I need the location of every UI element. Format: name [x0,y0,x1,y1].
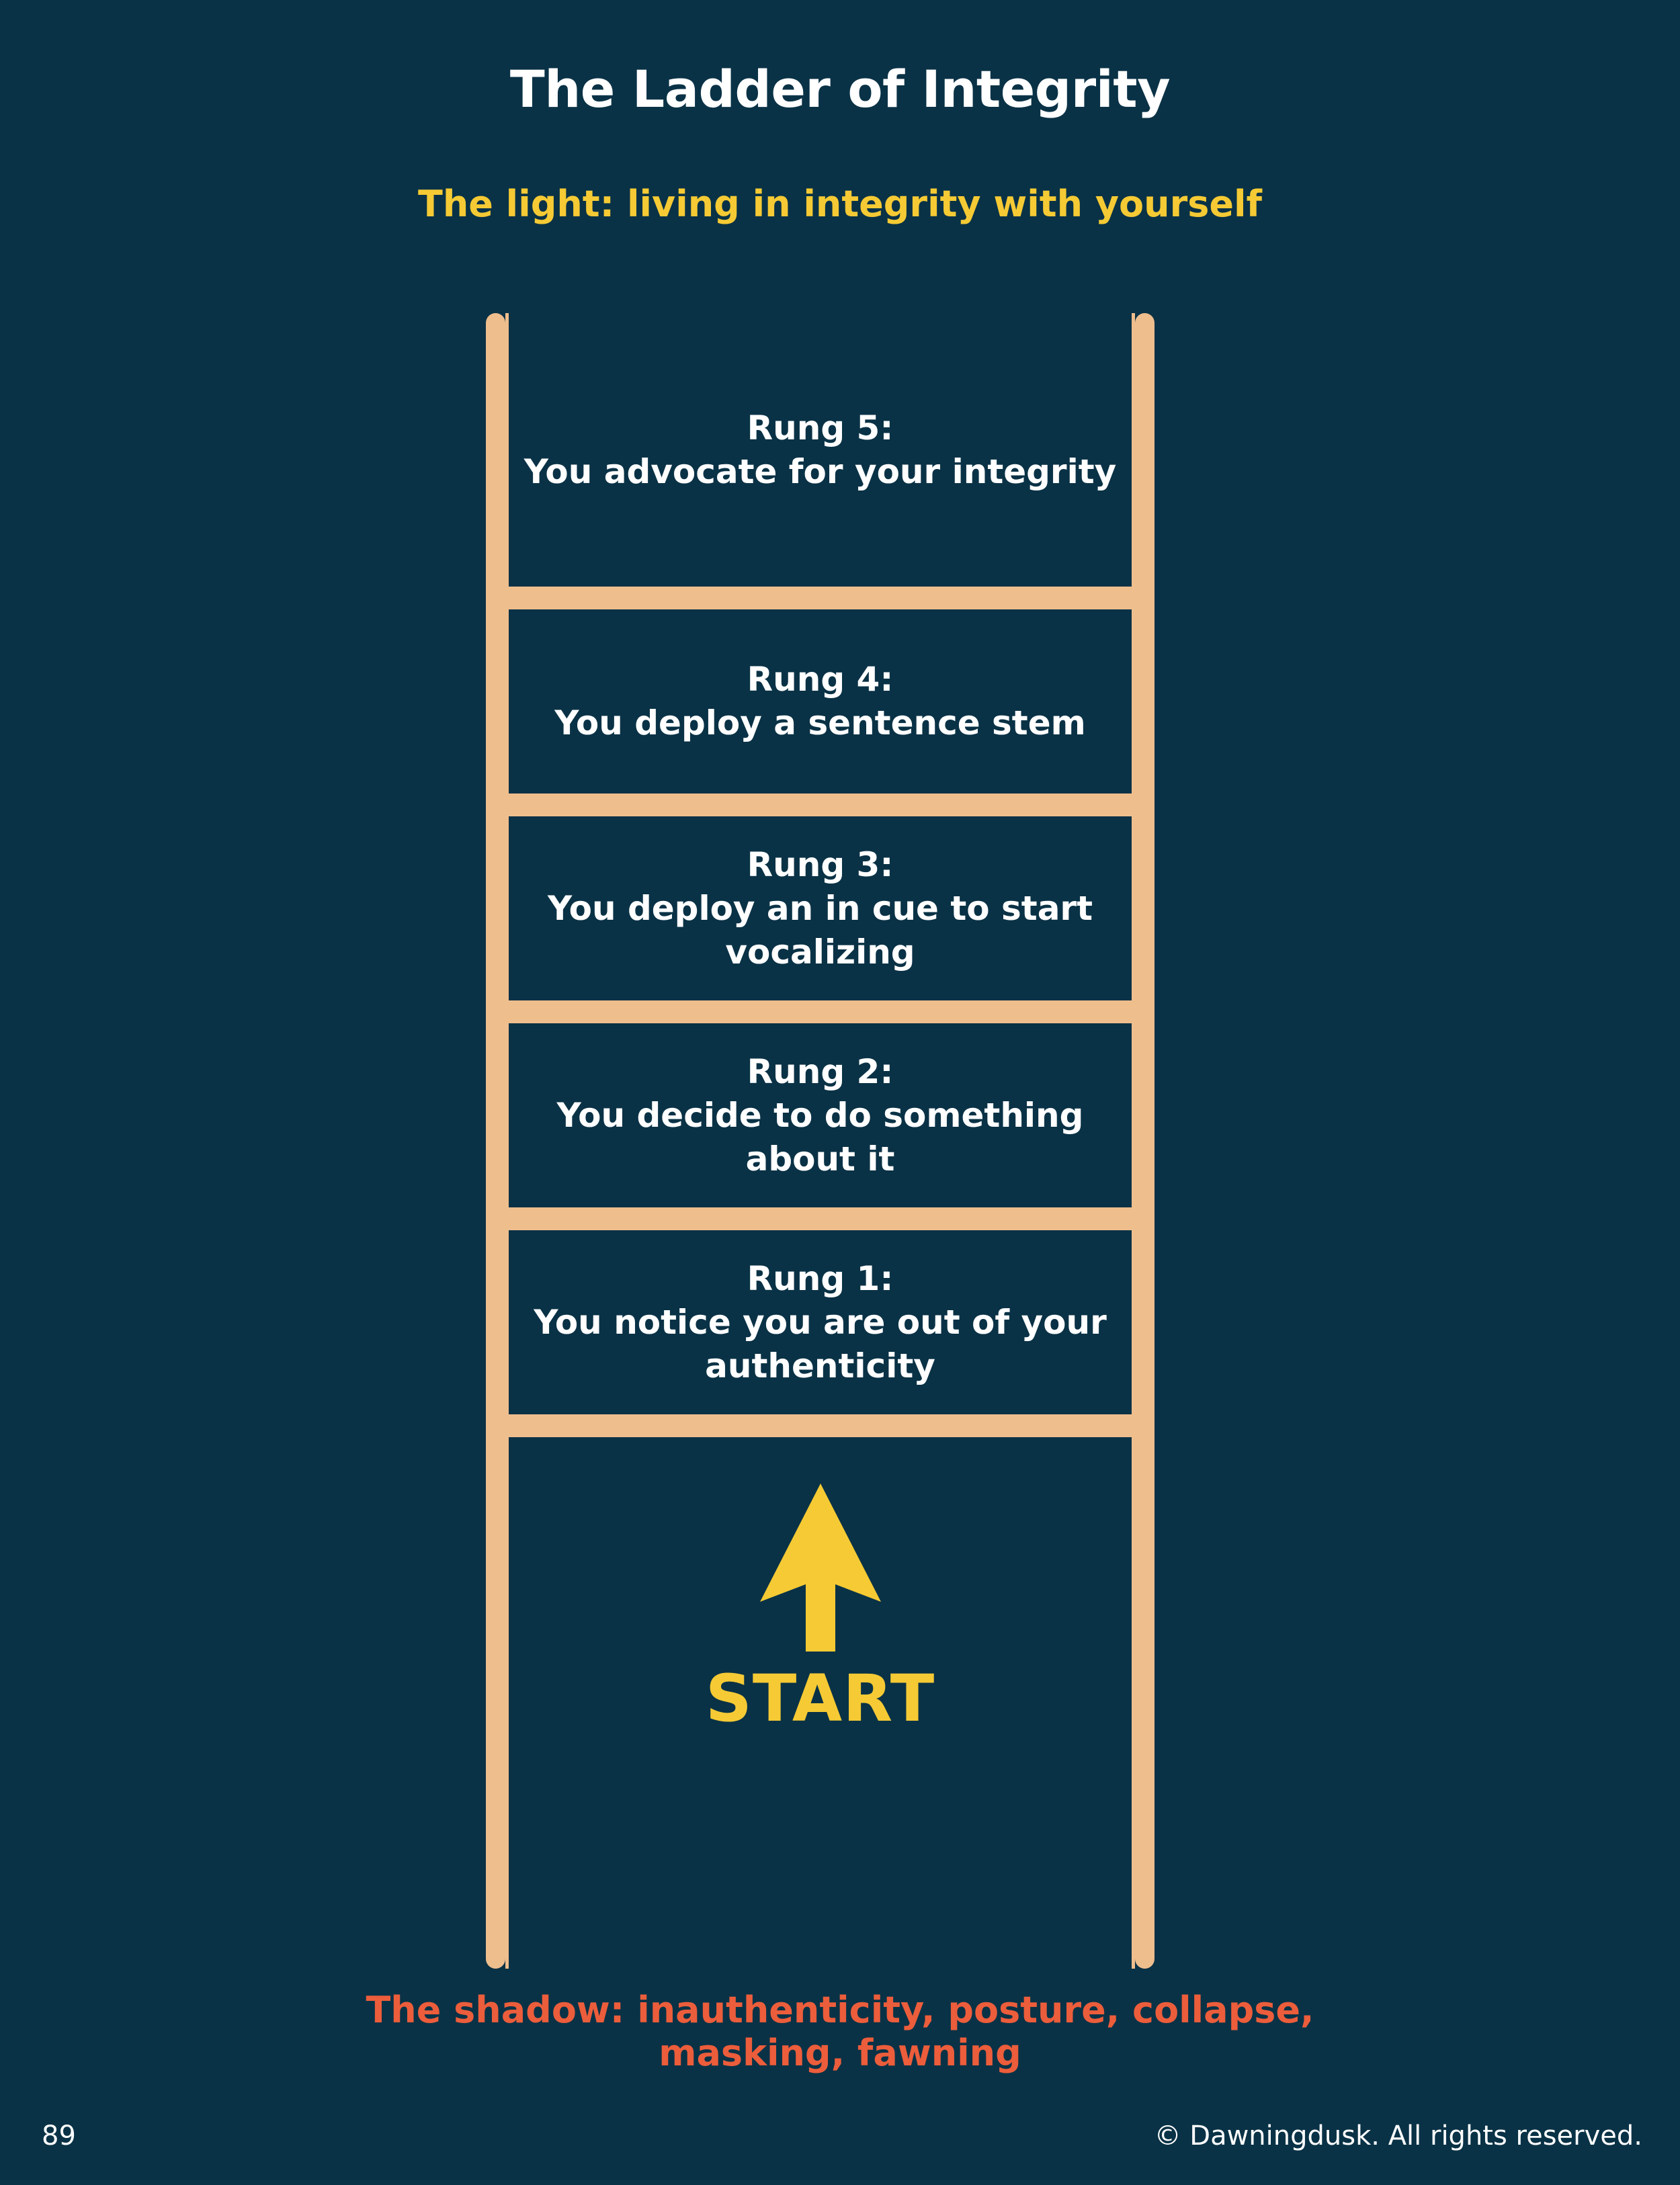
ladder-diagram: Rung 5: You advocate for your integrity … [486,313,1154,1969]
ladder-rail-right [1135,313,1154,1969]
ladder-rung-4[interactable]: Rung 4: You deploy a sentence stem [505,606,1135,797]
page-title: The Ladder of Integrity [509,59,1171,119]
rung-4-label: Rung 4: [747,660,894,699]
ladder-separator-2-1 [486,1211,1154,1227]
rung-1-body: You notice you are out of your authentic… [534,1302,1107,1385]
rung-4-body: You deploy a sentence stem [554,703,1086,742]
start-label: START [705,1661,935,1736]
ladder-rungs: Rung 5: You advocate for your integrity … [505,313,1135,1969]
rung-1-label: Rung 1: [747,1258,894,1298]
shadow-caption: The shadow: inauthenticity, posture, col… [366,1989,1314,2074]
rung-5-body: You advocate for your integrity [523,452,1117,491]
ladder-separator-1-start [486,1418,1154,1434]
rung-4-text: Rung 4: You deploy a sentence stem [540,658,1100,745]
start-zone: START [505,1434,1135,1969]
rung-5-text: Rung 5: You advocate for your integrity [509,406,1131,494]
light-caption: The light: living in integrity with your… [417,183,1262,225]
ladder-rail-left [486,313,505,1969]
rung-3-text: Rung 3: You deploy an in cue to start vo… [509,843,1132,974]
rung-1-text: Rung 1: You notice you are out of your a… [509,1257,1132,1388]
copyright-notice: © Dawningdusk. All rights reserved. [1154,2120,1642,2151]
ladder-separator-4-3 [486,797,1154,813]
page-number: 89 [42,2120,76,2151]
rung-3-body: You deploy an in cue to start vocalizing [547,888,1093,972]
ladder-rung-2[interactable]: Rung 2: You decide to do something about… [505,1020,1135,1211]
ladder-separator-5-4 [486,590,1154,606]
rung-2-label: Rung 2: [747,1052,894,1091]
rung-3-label: Rung 3: [747,845,894,884]
ladder-rung-3[interactable]: Rung 3: You deploy an in cue to start vo… [505,813,1135,1004]
ladder-rung-5[interactable]: Rung 5: You advocate for your integrity [505,313,1135,590]
ladder-rung-1[interactable]: Rung 1: You notice you are out of your a… [505,1227,1135,1418]
ladder-separator-3-2 [486,1004,1154,1020]
rung-2-text: Rung 2: You decide to do something about… [509,1050,1132,1181]
rung-2-body: You decide to do something about it [556,1095,1084,1179]
up-arrow-icon [753,1484,888,1654]
rung-5-label: Rung 5: [747,408,894,447]
